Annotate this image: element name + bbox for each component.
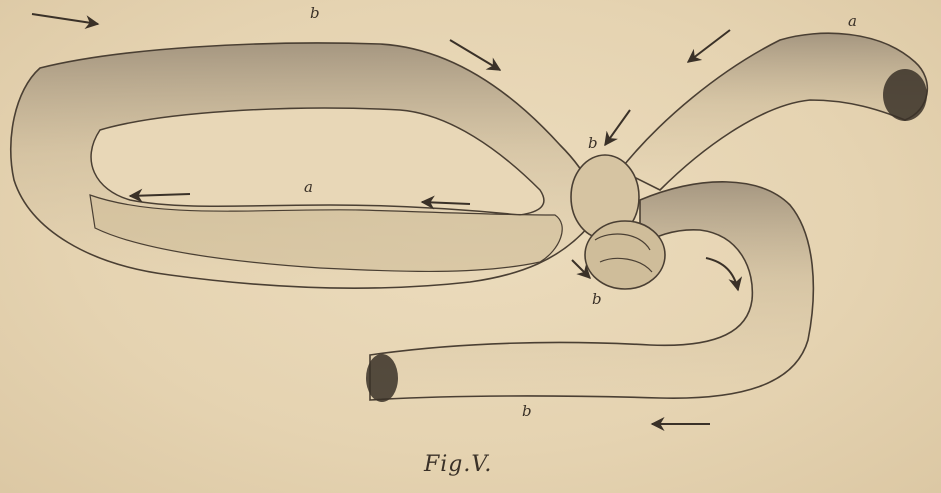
upper-right-lumen (883, 69, 927, 121)
label-knot-top: b (588, 136, 598, 151)
knot-lower (585, 221, 665, 289)
label-top-left: b (310, 6, 320, 21)
upper-right-segment (620, 33, 927, 190)
label-bottom: b (522, 404, 532, 419)
label-inner: a (304, 180, 313, 195)
arrow-right-curve (706, 258, 738, 290)
label-knot-bottom: b (592, 292, 602, 307)
arrow-top-left (32, 14, 98, 24)
label-top-right: a (848, 14, 857, 29)
lower-left-lumen (366, 354, 398, 402)
figure-caption: Fig.V. (424, 452, 492, 477)
arrow-knot-top (605, 110, 630, 145)
arrow-upper-right (688, 30, 730, 62)
